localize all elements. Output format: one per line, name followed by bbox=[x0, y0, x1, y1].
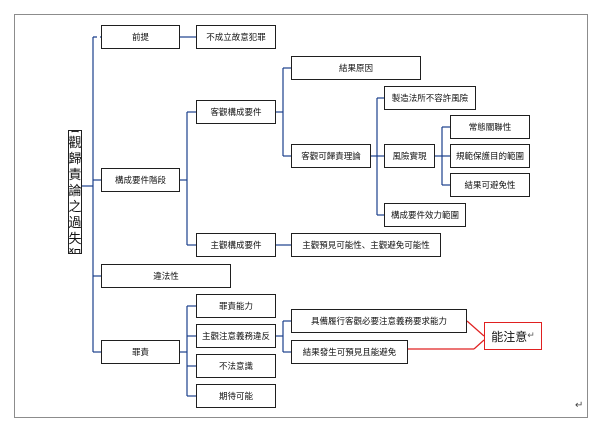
node-premise-value: 不成立故意犯罪 bbox=[196, 25, 276, 49]
node-unaware: 不法意識 bbox=[196, 354, 276, 378]
node-subjective-value: 主觀預見可能性、主觀避免可能性 bbox=[291, 233, 441, 257]
node-norm-protection: 規範保護目的範圍 bbox=[450, 144, 530, 168]
node-create-risk: 製造法所不容許風險 bbox=[384, 86, 476, 110]
node-elements-stage: 構成要件階段 bbox=[101, 168, 180, 192]
highlight-connector bbox=[473, 339, 485, 350]
root-char: 之 bbox=[68, 200, 82, 215]
root-char: 論 bbox=[68, 184, 82, 199]
node-objective-attribution: 客觀可歸責理論 bbox=[291, 144, 371, 168]
node-objective-elements: 客觀構成要件 bbox=[196, 100, 276, 124]
canvas-frame bbox=[14, 14, 588, 418]
return-mark: ↵ bbox=[575, 400, 584, 411]
highlight-connector bbox=[466, 320, 485, 337]
node-foreseeable: 結果發生可預見且能避免 bbox=[291, 340, 408, 364]
root-char: 客 bbox=[69, 131, 81, 136]
return-mark: ↵ bbox=[527, 331, 535, 341]
node-premise: 前提 bbox=[101, 25, 180, 49]
root-node: 客 觀 歸 責 論 之 過 失 犯 bbox=[68, 130, 82, 254]
node-can-notice: 能注意↵ bbox=[484, 322, 542, 350]
node-risk-realization: 風險實現 bbox=[384, 144, 435, 168]
can-notice-label: 能注意 bbox=[491, 329, 528, 344]
node-avoidability: 結果可避免性 bbox=[450, 173, 530, 197]
root-char: 犯 bbox=[69, 248, 81, 253]
root-char: 過 bbox=[68, 216, 82, 231]
node-scope-of-elements: 構成要件效力範圍 bbox=[384, 203, 466, 227]
node-illegality: 違法性 bbox=[101, 264, 231, 288]
root-char: 觀 bbox=[68, 136, 82, 151]
root-char: 失 bbox=[68, 232, 82, 247]
node-culpability: 罪責 bbox=[101, 340, 180, 364]
node-duty-ability: 具備履行客觀必要注意義務要求能力 bbox=[291, 309, 467, 333]
node-result-cause: 結果原因 bbox=[291, 56, 421, 80]
root-char: 歸 bbox=[68, 152, 82, 167]
root-char: 責 bbox=[68, 168, 82, 183]
node-subjective-duty-breach: 主觀注意義務違反 bbox=[196, 324, 276, 348]
node-subjective-elements: 主觀構成要件 bbox=[196, 233, 276, 257]
node-capacity: 罪責能力 bbox=[196, 294, 276, 318]
node-normal-causation: 常態關聯性 bbox=[450, 115, 530, 139]
node-expectability: 期待可能 bbox=[196, 384, 276, 408]
